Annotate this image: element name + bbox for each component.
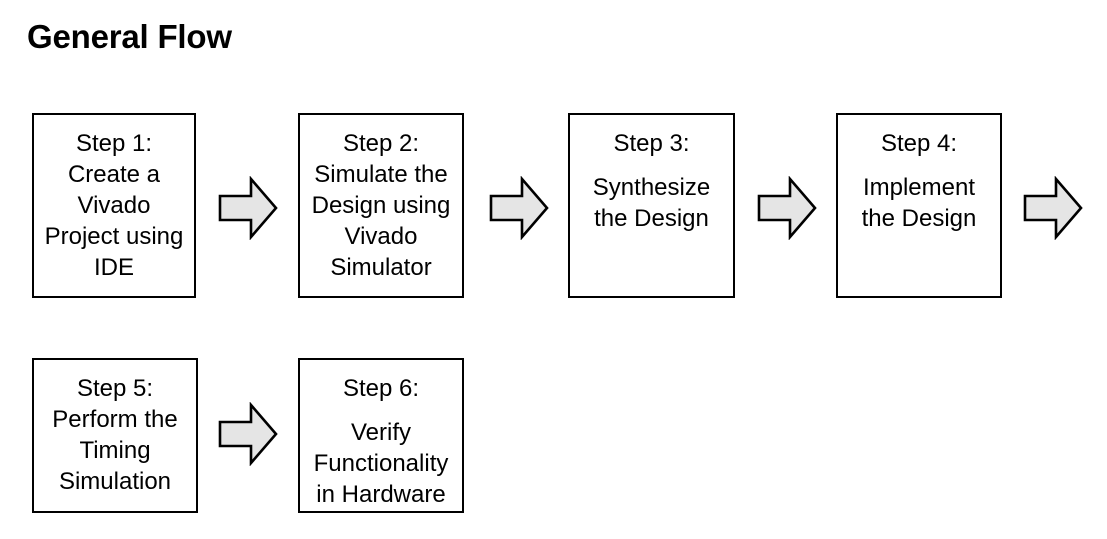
step-1-line-1: Step 1: — [75, 130, 153, 157]
step-2-line-4: Vivado — [344, 223, 418, 250]
arrow-step-4-to-step-5 — [1023, 176, 1083, 240]
step-2-line-2: Simulate the — [314, 161, 448, 188]
block-arrow-right-icon — [489, 176, 549, 240]
step-3-line-3: the Design — [594, 205, 709, 232]
arrow-step-3-to-step-4 — [757, 176, 817, 240]
block-arrow-right-icon — [218, 402, 278, 466]
step-4-line-1: Step 4: — [880, 130, 958, 157]
step-box-2[interactable]: Step 2: Simulate the Design using Vivado… — [298, 113, 464, 298]
step-6-line-4: in Hardware — [316, 481, 446, 508]
step-1-line-2: Create a — [67, 161, 161, 188]
step-5-line-4: Simulation — [58, 468, 172, 495]
step-1-line-3: Vivado — [77, 192, 151, 219]
step-1-line-5: IDE — [93, 254, 134, 281]
step-box-1[interactable]: Step 1: Create a Vivado Project using ID… — [32, 113, 196, 298]
step-box-4[interactable]: Step 4: Implement the Design — [836, 113, 1002, 298]
step-box-3[interactable]: Step 3: Synthesize the Design — [568, 113, 735, 298]
step-1-line-4: Project using — [44, 223, 184, 250]
step-3-line-1: Step 3: — [613, 130, 690, 157]
step-5-line-1: Step 5: — [76, 375, 154, 402]
step-4-line-3: the Design — [861, 205, 977, 232]
block-arrow-right-icon — [757, 176, 817, 240]
page-title: General Flow — [27, 18, 232, 55]
block-arrow-right-icon — [218, 176, 278, 240]
step-6-line-2: Verify — [350, 419, 412, 446]
arrow-step-5-to-step-6 — [218, 402, 278, 466]
step-6-line-3: Functionality — [313, 450, 449, 477]
arrow-step-1-to-step-2 — [218, 176, 278, 240]
step-box-5[interactable]: Step 5: Perform the Timing Simulation — [32, 358, 198, 513]
step-3-line-2: Synthesize — [592, 174, 711, 201]
step-5-line-3: Timing — [79, 437, 151, 464]
step-4-line-2: Implement — [862, 174, 976, 201]
step-2-line-1: Step 2: — [342, 130, 420, 157]
step-6-line-1: Step 6: — [342, 375, 420, 402]
block-arrow-right-icon — [1023, 176, 1083, 240]
arrow-step-2-to-step-3 — [489, 176, 549, 240]
step-box-6[interactable]: Step 6: Verify Functionality in Hardware — [298, 358, 464, 513]
step-2-line-5: Simulator — [330, 254, 432, 281]
step-2-line-3: Design using — [311, 192, 451, 219]
step-5-line-2: Perform the — [52, 406, 178, 433]
